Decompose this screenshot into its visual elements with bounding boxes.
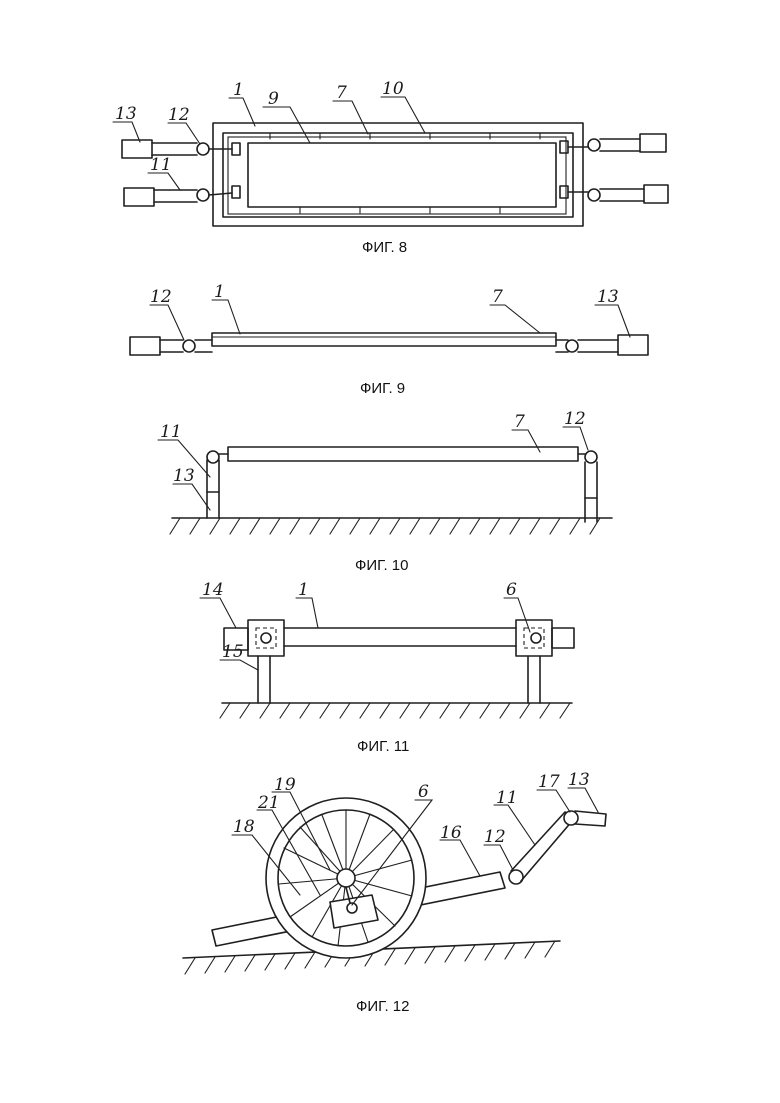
ref-11: 11 xyxy=(150,155,172,175)
ref-10: 10 xyxy=(382,79,404,99)
ref-21: 21 xyxy=(257,793,280,813)
figure-8: 13 12 1 9 7 10 11 ФИГ. 8 xyxy=(113,79,668,256)
ref-17: 17 xyxy=(538,772,560,792)
hinge-17 xyxy=(564,811,578,825)
outer-frame xyxy=(213,123,583,226)
handle-left-bottom xyxy=(124,188,232,206)
hinge-right-top xyxy=(588,139,600,151)
figure-10: 11 13 7 12 ФИГ. 10 xyxy=(158,409,612,574)
ref-13: 13 xyxy=(115,104,137,124)
caption-fig-8: ФИГ. 8 xyxy=(362,239,407,256)
bracket-right-bottom xyxy=(560,186,568,198)
ref-19: 19 xyxy=(274,775,296,795)
ref-11: 11 xyxy=(160,422,182,442)
caption-fig-9: ФИГ. 9 xyxy=(360,380,405,397)
ref-13: 13 xyxy=(568,770,590,790)
ref-11: 11 xyxy=(496,788,518,808)
grip-13 xyxy=(575,811,606,826)
fabric-edge xyxy=(228,137,566,214)
ref-12: 12 xyxy=(150,287,172,307)
ref-9: 9 xyxy=(268,89,279,109)
handle-left-top xyxy=(122,140,232,158)
figure-9: 12 1 7 13 ФИГ. 9 xyxy=(130,282,648,397)
ref-13: 13 xyxy=(597,287,619,307)
hinge-12 xyxy=(197,143,209,155)
caption-fig-12: ФИГ. 12 xyxy=(356,998,410,1015)
inner-frame xyxy=(223,133,573,217)
wheel xyxy=(266,798,426,958)
ref-1: 1 xyxy=(298,580,309,600)
bracket-right-top xyxy=(560,141,568,153)
ref-6: 6 xyxy=(418,782,429,802)
ref-1: 1 xyxy=(214,282,225,302)
ref-6: 6 xyxy=(506,580,517,600)
ref-16: 16 xyxy=(440,823,462,843)
frame-7 xyxy=(228,447,578,461)
ref-14: 14 xyxy=(202,580,224,600)
figure-12: 19 21 18 6 17 13 11 16 12 ФИГ. 12 xyxy=(183,770,606,1015)
ref-15: 15 xyxy=(222,642,244,662)
hinge-left xyxy=(207,451,219,463)
caption-fig-11: ФИГ. 11 xyxy=(357,738,409,755)
clamp-14 xyxy=(248,620,284,656)
ref-1: 1 xyxy=(233,80,244,100)
hinge-right-bottom xyxy=(588,189,600,201)
ref-12: 12 xyxy=(564,409,586,429)
clamp-6 xyxy=(516,620,552,656)
ref-7: 7 xyxy=(492,287,503,307)
ref-12: 12 xyxy=(484,827,506,847)
hinge-left-bottom xyxy=(197,189,209,201)
ref-13: 13 xyxy=(173,466,195,486)
hinge-right xyxy=(566,340,578,352)
hinge-12 xyxy=(509,870,523,884)
hinge-12 xyxy=(585,451,597,463)
ref-7: 7 xyxy=(336,83,347,103)
ref-18: 18 xyxy=(233,817,255,837)
bracket-left-bottom xyxy=(232,186,240,198)
ref-7: 7 xyxy=(514,412,525,432)
ref-12: 12 xyxy=(168,105,190,125)
caption-fig-10: ФИГ. 10 xyxy=(355,557,409,574)
frame-1 xyxy=(212,333,556,346)
panel-9 xyxy=(248,143,556,207)
figure-11: 14 1 6 15 ФИГ. 11 xyxy=(200,580,574,755)
bracket-left-top xyxy=(232,143,240,155)
hinge-12 xyxy=(183,340,195,352)
